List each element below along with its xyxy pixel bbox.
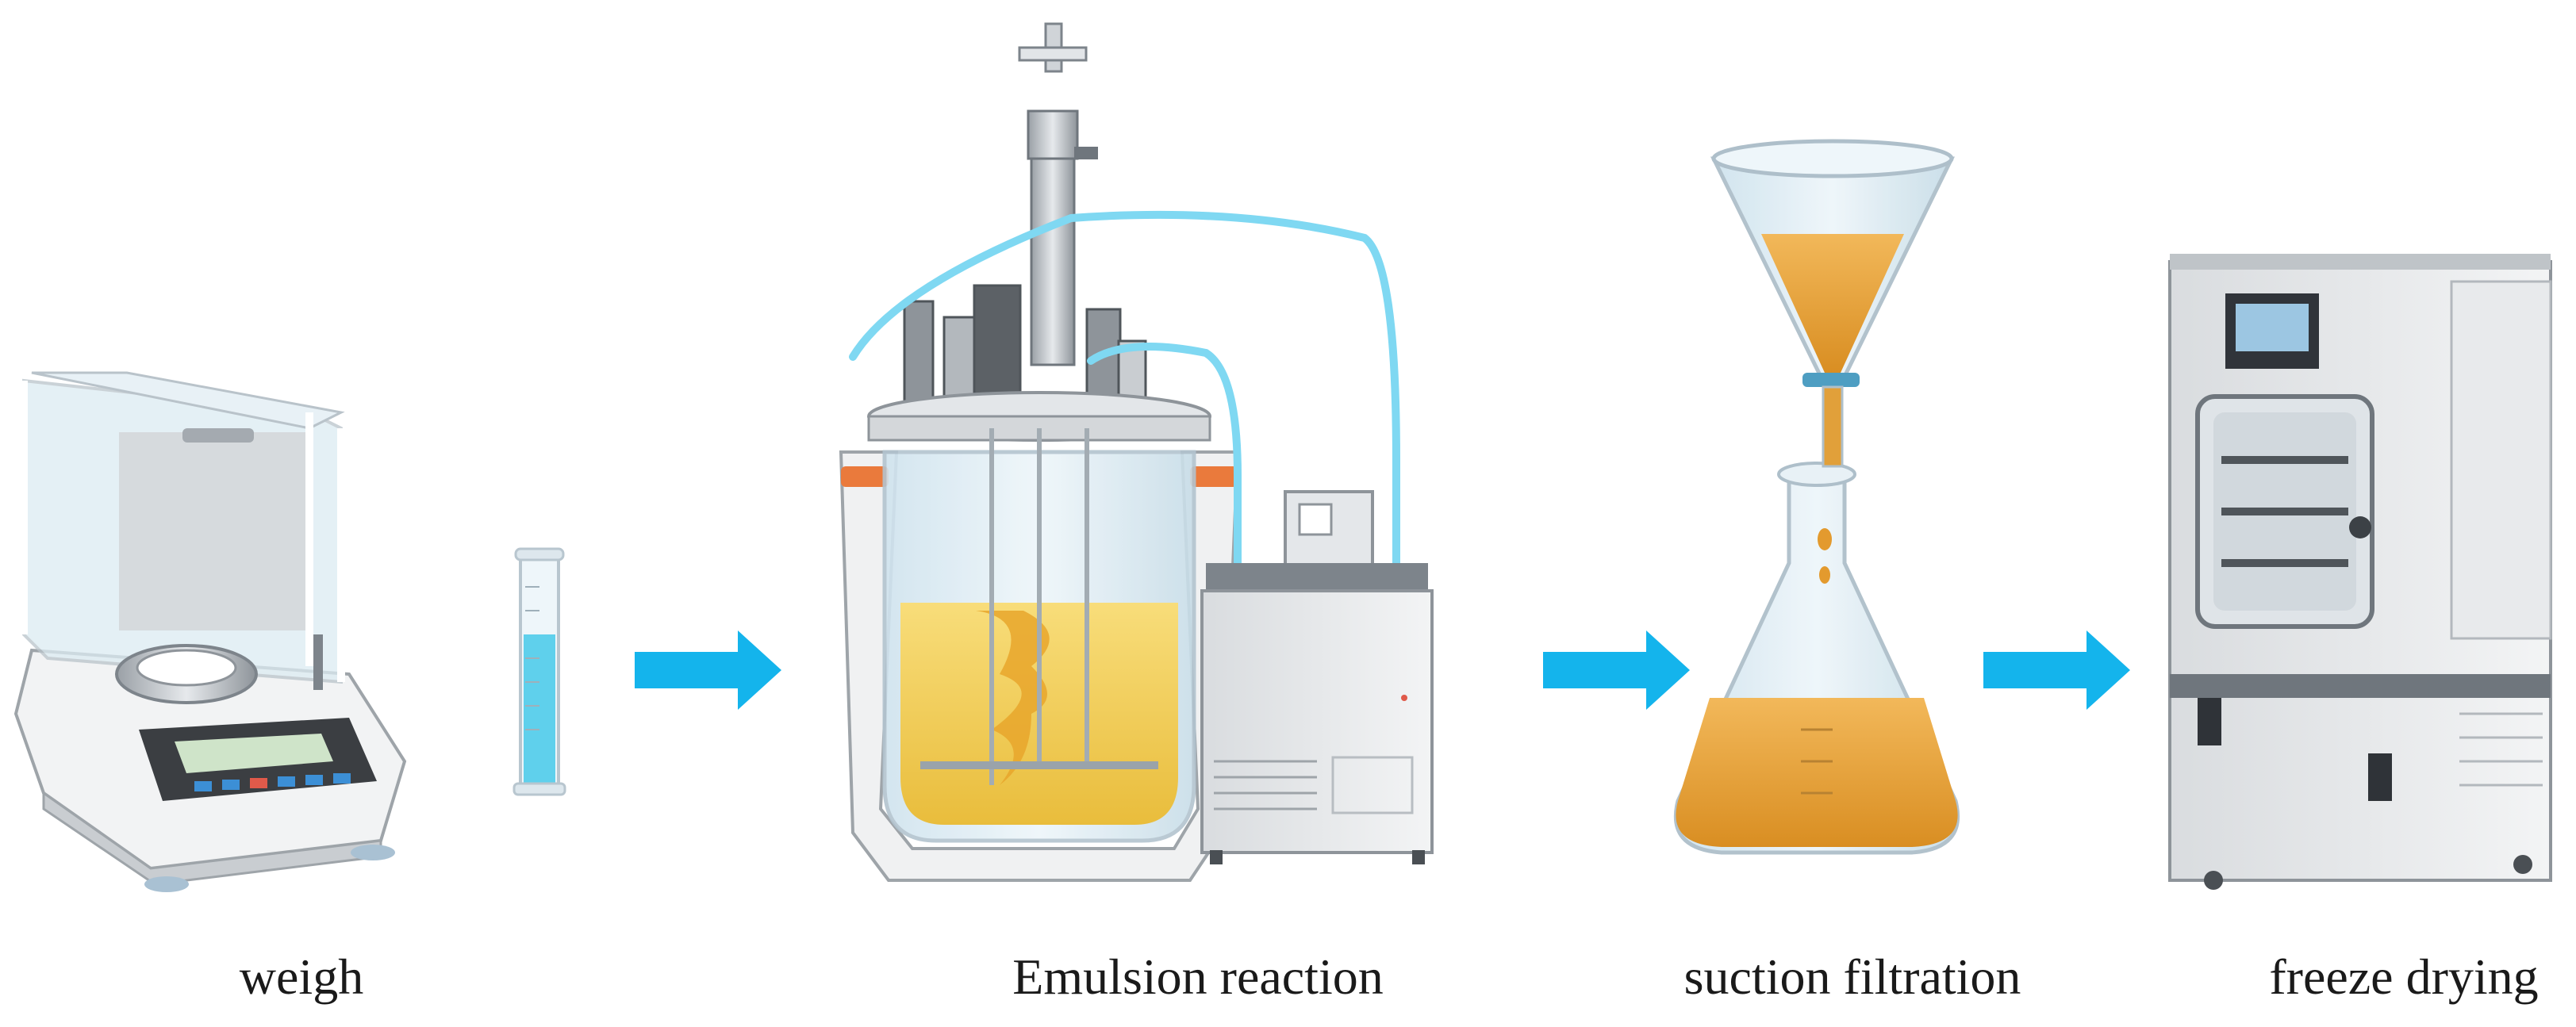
step-label-suction-filtration: suction filtration xyxy=(1683,948,2021,1005)
step-label-freeze-drying: freeze drying xyxy=(2269,948,2539,1005)
flow-arrow-3 xyxy=(1983,630,2130,710)
graduated-cylinder-icon xyxy=(513,547,566,796)
step-label-weigh: weigh xyxy=(239,948,364,1005)
circulator-unit-icon xyxy=(1200,490,1434,864)
funnel-and-flask-icon xyxy=(1673,139,1960,855)
coolant-hoses xyxy=(849,210,1400,583)
jacketed-reactor-icon xyxy=(839,22,1240,882)
step-label-emulsion-reaction: Emulsion reaction xyxy=(1012,948,1384,1005)
analytical-balance-icon xyxy=(13,371,407,892)
freeze-dryer-icon xyxy=(2168,254,2552,890)
flow-arrow-2 xyxy=(1543,630,1690,710)
flow-arrow-1 xyxy=(635,630,781,710)
